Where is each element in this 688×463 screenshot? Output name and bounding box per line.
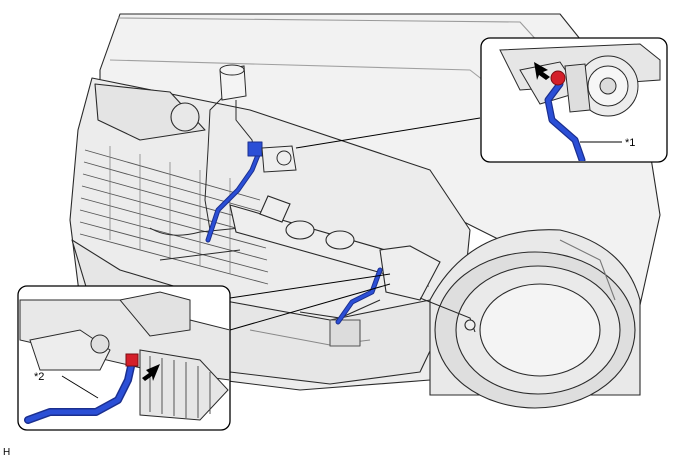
callout-label-2: *2 [34,371,44,383]
front-wheel [429,229,641,409]
pump-main [261,145,297,173]
union-fitting-pump [550,70,566,86]
union-fitting-gear [125,353,139,367]
inset-gear-detail: *2 [17,273,391,431]
inset-pump-detail: *1 [295,37,668,163]
arrow-icon [142,364,160,381]
reservoir-and-lines [149,64,261,261]
pressure-feed-tube-main [205,141,383,325]
callout-label-1: *1 [625,137,635,149]
arrow-icon [534,62,550,80]
steering-rack [229,195,476,333]
view-code-label: H [3,447,11,458]
